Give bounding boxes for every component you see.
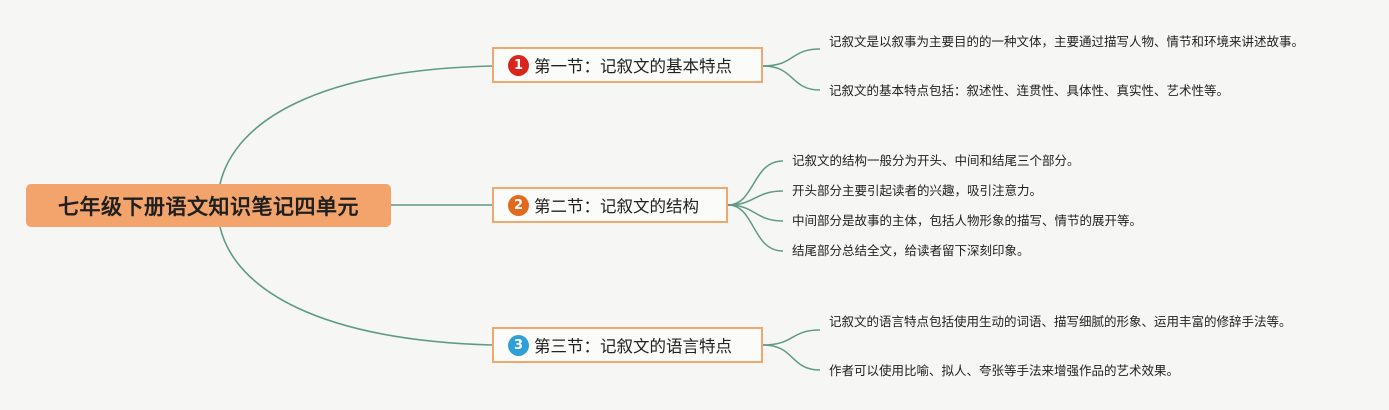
- link-s3-p2: [762, 344, 821, 371]
- section-2-point-4[interactable]: 结尾部分总结全文，给读者留下深刻印象。: [792, 243, 1030, 258]
- section-2-point-1[interactable]: 记叙文的结构一般分为开头、中间和结尾三个部分。: [792, 153, 1080, 168]
- section-3-point-1[interactable]: 记叙文的语言特点包括使用生动的词语、描写细腻的形象、运用丰富的修辞手法等。: [829, 314, 1292, 329]
- link-root-section-3: [219, 226, 493, 346]
- section-2-title: 第二节：记叙文的结构: [534, 197, 699, 216]
- section-1-node[interactable]: 1 第一节：记叙文的基本特点: [492, 47, 763, 83]
- link-s1-p1: [762, 48, 821, 67]
- number-1-badge-icon: 1: [508, 54, 529, 76]
- link-s2-p2: [727, 190, 784, 206]
- link-root-section-1: [219, 65, 493, 185]
- number-3-badge-icon: 3: [508, 334, 529, 356]
- link-s1-p2: [762, 65, 821, 91]
- section-2-node[interactable]: 2 第二节：记叙文的结构: [492, 187, 728, 223]
- number-2-badge-icon: 2: [508, 194, 529, 216]
- link-s2-p4: [727, 204, 784, 252]
- section-2-point-2[interactable]: 开头部分主要引起读者的兴趣，吸引注意力。: [792, 183, 1043, 198]
- root-title: 七年级下册语文知识笔记四单元: [58, 194, 359, 219]
- section-3-title: 第三节：记叙文的语言特点: [534, 337, 732, 356]
- section-3-node[interactable]: 3 第三节：记叙文的语言特点: [492, 327, 763, 363]
- section-1-title: 第一节：记叙文的基本特点: [534, 57, 732, 76]
- section-3-point-2[interactable]: 作者可以使用比喻、拟人、夸张等手法来增强作品的艺术效果。: [829, 363, 1180, 378]
- section-2-point-3[interactable]: 中间部分是故事的主体，包括人物形象的描写、情节的展开等。: [792, 213, 1143, 228]
- section-1-point-1[interactable]: 记叙文是以叙事为主要目的的一种文体，主要通过描写人物、情节和环境来讲述故事。: [829, 34, 1305, 49]
- link-s3-p1: [762, 329, 821, 346]
- section-1-point-2[interactable]: 记叙文的基本特点包括：叙述性、连贯性、具体性、真实性、艺术性等。: [829, 83, 1230, 98]
- root-topic[interactable]: 七年级下册语文知识笔记四单元: [26, 184, 391, 227]
- link-s2-p1: [727, 160, 784, 206]
